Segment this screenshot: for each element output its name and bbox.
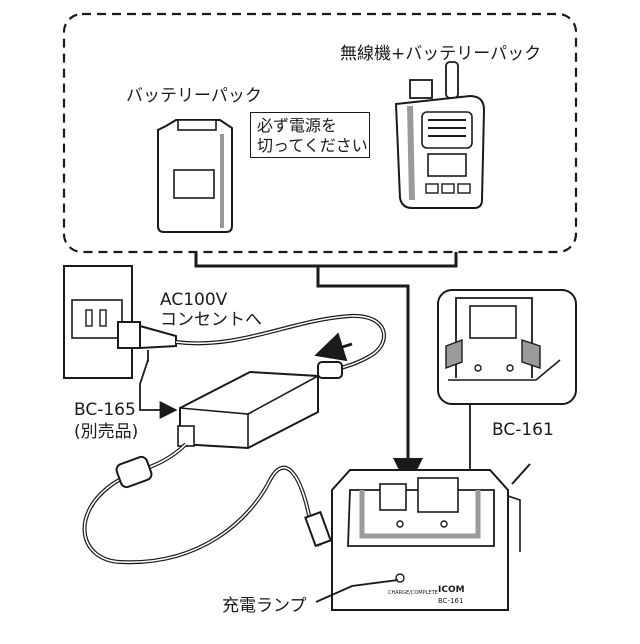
charger-brand-print: ICOM [438, 585, 465, 595]
radio-battery-label: 無線機+バッテリーパック [340, 44, 542, 64]
charger-model-label: BC-161 [492, 420, 554, 440]
insert-guide-line [194, 252, 458, 482]
adapter-note-label: (別売品) [74, 422, 139, 442]
ferrite-core [115, 455, 153, 489]
ac-outlet-label-line2: コンセントへ [160, 310, 262, 330]
adapter-model-label: BC-165 [74, 400, 136, 420]
cord-connector [317, 361, 343, 379]
power-off-note: 必ず電源を 切ってください [250, 112, 370, 158]
charge-lamp-label: 充電ランプ [222, 596, 307, 616]
dc-cord [82, 442, 322, 565]
charger-slot-detail [437, 289, 577, 405]
charge-lamp-leader [315, 579, 399, 603]
dashed-enclosure [62, 12, 578, 254]
detail-leader [469, 404, 479, 473]
charger-model-print: BC-161 [438, 597, 463, 605]
dc-plug [304, 510, 332, 548]
ac-outlet-label-line1: AC100V [160, 290, 228, 310]
charger-base: CHARGE/COMPLETE ICOM BC-161 [331, 469, 521, 611]
ac-plug [117, 321, 177, 350]
connect-arrow [314, 332, 353, 362]
power-off-note-line2: 切ってください [257, 136, 368, 155]
bc165-leader [139, 359, 178, 419]
ac-adapter [177, 370, 319, 450]
charger-lamp-print: CHARGE/COMPLETE [388, 590, 438, 596]
radio-illustration [394, 61, 486, 209]
battery-pack-illustration [157, 119, 233, 233]
power-off-note-line1: 必ず電源を [257, 116, 338, 135]
battery-pack-label: バッテリーパック [126, 86, 262, 106]
bc161-pointer [511, 463, 531, 485]
